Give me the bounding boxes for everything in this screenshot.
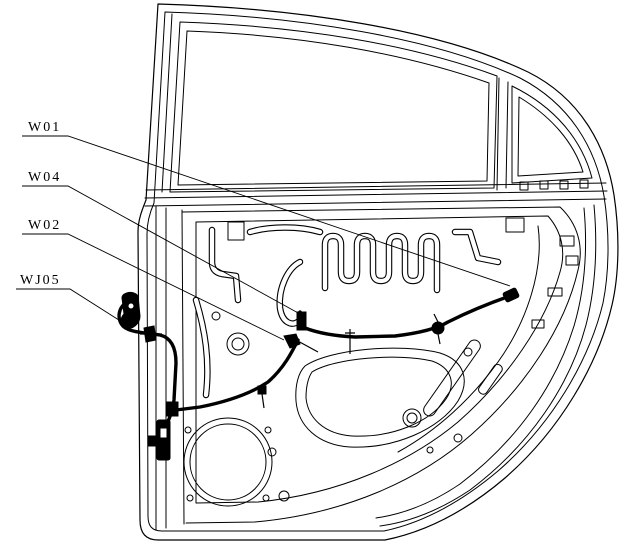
upper-left-bracket	[227, 221, 245, 241]
belt-strip-lower	[144, 198, 607, 207]
belt-line	[144, 179, 608, 207]
window-frame-left-post	[161, 13, 173, 193]
round-boss-left	[226, 332, 250, 356]
hole-lower-center-inner	[406, 412, 418, 424]
hole-small-2	[267, 447, 277, 457]
harness-diagonal-branch	[174, 338, 300, 412]
speaker-outer-ring	[183, 417, 273, 507]
grommet-tab	[433, 313, 441, 345]
right-tab-4	[531, 319, 545, 329]
belt-clip-4	[579, 179, 589, 189]
hole-lower-center	[402, 408, 422, 428]
left-vertical-rib-inner	[209, 227, 241, 303]
speaker-mount-hole-4	[262, 494, 270, 502]
speaker-mount-hole-2	[264, 426, 272, 434]
meander-rib-inner	[322, 233, 440, 293]
label-w01: W01	[28, 120, 61, 135]
speaker-inner-ring	[189, 423, 267, 501]
regulator-opening-inner	[305, 356, 452, 437]
slanted-slot-small	[478, 363, 503, 395]
end-connector-right	[502, 287, 520, 303]
leader-w04	[22, 185, 301, 315]
wiring-harness	[117, 287, 520, 461]
panel-openings	[183, 217, 579, 507]
leader-w02	[22, 233, 285, 341]
main-window-glass	[177, 30, 490, 186]
right-tab-2	[565, 255, 579, 266]
belt-clip-2	[539, 180, 549, 190]
main-window-opening	[169, 21, 498, 193]
harness-main-branch	[303, 294, 512, 339]
lower-left-rib-inner	[193, 297, 210, 398]
stamped-ribs	[192, 224, 502, 399]
wj05-connector	[120, 291, 141, 329]
label-w04: W04	[28, 170, 61, 185]
callouts: W01 W04 W02 WJ05	[16, 120, 511, 341]
slanted-slot	[423, 339, 481, 417]
mid-connector	[296, 311, 307, 331]
label-w02: W02	[28, 218, 61, 233]
round-boss-left-inner	[231, 337, 245, 351]
label-wj05: WJ05	[20, 273, 61, 288]
junction-clip-arm	[295, 339, 319, 353]
harness-clip-upper	[345, 329, 355, 354]
door-grommet	[431, 321, 445, 335]
upper-right-bracket	[505, 217, 525, 233]
quarter-window-glass	[517, 96, 584, 177]
bottom-connector-window	[159, 427, 168, 439]
harness-clip-lower-pin	[261, 393, 265, 409]
bottom-hook	[147, 435, 158, 447]
wj05-connector-hole	[127, 302, 135, 310]
belt-strip-middle	[144, 190, 608, 199]
hole-small-4	[211, 311, 221, 321]
hole-small-1	[453, 433, 463, 443]
curved-rib-center-inner	[277, 259, 303, 326]
bottom-connector	[156, 419, 171, 461]
door-outer-edge	[137, 3, 619, 541]
right-tab-3	[547, 287, 563, 297]
right-upper-rib-inner	[452, 229, 501, 265]
right-reinforcement-curve	[397, 225, 540, 453]
division-post-front	[496, 77, 500, 191]
hinge-line-3	[181, 209, 185, 525]
right-tab-1	[559, 235, 575, 247]
door-inner-edge	[146, 11, 609, 532]
window-frame	[161, 13, 593, 193]
speaker-mount-hole-1	[184, 426, 192, 434]
leader-wj05	[16, 288, 123, 323]
belt-clip-3	[559, 180, 569, 190]
regulator-opening	[295, 347, 465, 448]
inner-panel-step	[195, 215, 564, 504]
hole-small-6	[426, 446, 434, 454]
door-edge-flange-2	[375, 207, 587, 519]
division-post-rear	[505, 81, 509, 189]
belt-clip-1	[519, 181, 529, 191]
hinge-pillar	[155, 205, 185, 531]
speaker-mount-hole-3	[186, 494, 194, 502]
inner-panel	[181, 206, 581, 524]
side-junction-block	[165, 401, 179, 417]
junction-fitting	[283, 333, 301, 349]
hole-small-3	[278, 490, 290, 502]
leader-w01	[22, 135, 511, 287]
upper-arch-rib-inner	[247, 225, 323, 235]
door-outline	[137, 3, 619, 541]
door-edge-flange	[379, 204, 597, 527]
harness-clip-lower	[257, 385, 267, 395]
hole-small-5	[463, 347, 473, 357]
quarter-window-opening	[511, 85, 593, 184]
inner-panel-contour	[181, 206, 581, 524]
